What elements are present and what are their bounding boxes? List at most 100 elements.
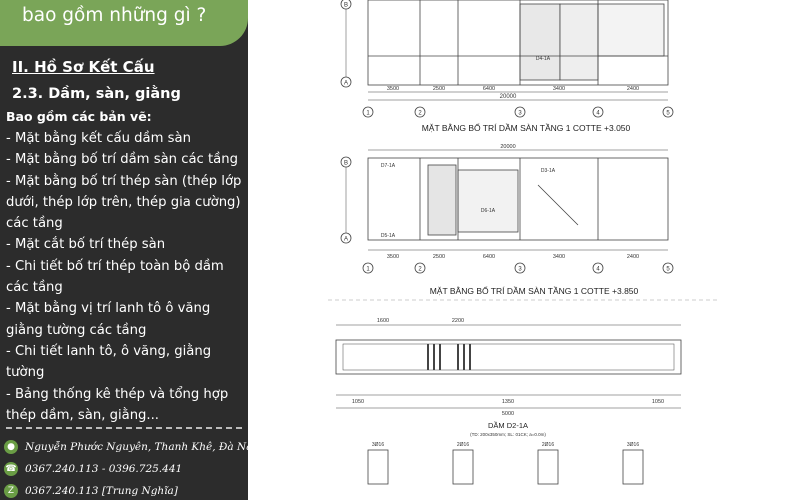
beam-elevation (335, 324, 682, 409)
section-1 (367, 449, 389, 485)
plan2-axis-bubbles (340, 156, 674, 274)
rebar-label: 3Ø16 (372, 442, 384, 448)
axis-label: 2 (418, 111, 422, 117)
section-4 (622, 449, 644, 485)
beam-total-dim: 5000 (502, 411, 514, 417)
axis-bubble (662, 262, 674, 274)
address-text: Nguyễn Phước Nguyên, Thanh Khê, Đà Nẵng (25, 441, 248, 453)
axis-bubble (340, 156, 352, 168)
plan1-slab-hatch (519, 3, 561, 81)
axis-label: 4 (596, 111, 600, 117)
axis-bubble (340, 0, 352, 10)
contact-address: ● Nguyễn Phước Nguyên, Thanh Khê, Đà Nẵn… (4, 436, 248, 458)
axis-label: 1 (366, 267, 370, 273)
beam-dim: 2200 (452, 318, 464, 324)
divider (6, 427, 242, 429)
section-3 (537, 449, 559, 485)
plan2-dim: 2500 (433, 254, 445, 260)
plan1-slab-hatch-3 (597, 3, 665, 57)
axis-bubble (340, 232, 352, 244)
beam-subtitle: (TD: 200x350mm; SL: 01CK; a=0.0m) (470, 432, 546, 437)
axis-label: 3 (518, 267, 522, 273)
beam-dim: 1050 (352, 399, 364, 405)
plan2-total-dim: 20000 (500, 144, 515, 150)
contact-phone[interactable]: ☎ 0367.240.113 - 0396.725.441 (4, 458, 248, 480)
intro-text: Bao gồm các bản vẽ: (6, 109, 152, 124)
section-title: II. Hồ Sơ Kết Cấu (12, 58, 155, 76)
axis-bubble (514, 106, 526, 118)
rebar-label: 2Ø16 (457, 442, 469, 448)
plan2-beam-label: D7-1A (381, 163, 396, 169)
axis-bubble (362, 262, 374, 274)
axis-bubble (414, 262, 426, 274)
beam-title: DẦM D2-1A (488, 420, 528, 430)
plan2-beam-label: D5-1A (381, 233, 396, 239)
axis-bubble (514, 262, 526, 274)
list-item: - Mặt bằng bố trí dầm sàn các tầng (6, 152, 238, 168)
plan1-dim: 2400 (627, 86, 639, 92)
plan2-beam-label: D3-1A (541, 168, 556, 174)
plan1-dim: 6400 (483, 86, 495, 92)
list-item: - Bảng thống kê thép và tổng hợp thép dầ… (6, 386, 229, 423)
axis-bubble (662, 106, 674, 118)
plan1-title: MẶT BẰNG BỐ TRÍ DẦM SÀN TẦNG 1 COTTE +3.… (422, 122, 631, 133)
plan1-slab-hatch-2 (559, 3, 599, 81)
list-item: - Mặt cắt bố trí thép sàn (6, 237, 166, 253)
axis-label: B (344, 3, 348, 9)
list-item: - Chi tiết bố trí thép toàn bộ dầm các t… (6, 258, 224, 296)
plan1-dim: 2500 (433, 86, 445, 92)
axis-bubble (340, 76, 352, 88)
plan1-dim: 3400 (553, 86, 565, 92)
phone-text: 0367.240.113 - 0396.725.441 (25, 463, 183, 475)
rebar-label: 3Ø16 (627, 442, 639, 448)
contact-zalo[interactable]: Z 0367.240.113 [Trung Nghĩa] (4, 480, 248, 500)
info-panel: bao gồm những gì ? II. Hồ Sơ Kết Cấu 2.3… (0, 0, 248, 500)
floor-plan-2 (345, 149, 669, 251)
beam-dim: 1050 (652, 399, 664, 405)
axis-bubble (362, 106, 374, 118)
axis-label: A (344, 81, 348, 87)
list-item: - Mặt bằng vị trí lanh tô ô văng giằng t… (6, 301, 211, 338)
plan2-beam-label: D6-1A (481, 208, 496, 214)
plan2-stair-line (537, 184, 579, 226)
beam-outline (335, 339, 682, 375)
axis-label: 5 (666, 267, 670, 273)
list-item: - Mặt bằng kết cấu dầm sàn (6, 131, 191, 146)
plan2-dim: 6400 (483, 254, 495, 260)
contact-list: ● Nguyễn Phước Nguyên, Thanh Khê, Đà Nẵn… (4, 436, 248, 500)
plan1-total-dim: 20000 (500, 94, 517, 100)
plan1-axis-bubbles (340, 0, 674, 118)
plan1-dim: 3500 (387, 86, 399, 92)
plan2-slab-hatch (427, 164, 457, 236)
plan2-title: MẶT BẰNG BỐ TRÍ DẦM SÀN TẦNG 1 COTTE +3.… (430, 285, 639, 296)
beam-dim: 1350 (502, 399, 514, 405)
structural-drawing: 20000 3500 2500 6400 3400 2400 D4-1A 1 2… (328, 0, 718, 485)
zalo-text: 0367.240.113 [Trung Nghĩa] (25, 485, 178, 497)
axis-label: 5 (666, 111, 670, 117)
axis-bubble (414, 106, 426, 118)
plan1-beam-label: D4-1A (536, 56, 551, 62)
rebar-label: 2Ø16 (542, 442, 554, 448)
beam-rebar-cage (342, 343, 675, 371)
axis-label: 3 (518, 111, 522, 117)
plan2-slab-hatch-2 (457, 169, 519, 233)
plan2-outline (367, 157, 669, 241)
plan2-dim: 2400 (627, 254, 639, 260)
plan2-dim: 3500 (387, 254, 399, 260)
list-item: - Chi tiết lanh tô, ô văng, giằng tường (6, 343, 212, 381)
axis-bubble (592, 262, 604, 274)
axis-label: A (344, 237, 348, 243)
banner-title: bao gồm những gì ? (22, 5, 207, 26)
section-2 (452, 449, 474, 485)
location-icon: ● (4, 440, 18, 454)
list-item: - Mặt bằng bố trí thép sàn (thép lớp dướ… (6, 173, 242, 232)
axis-label: B (344, 161, 348, 167)
axis-label: 1 (366, 111, 370, 117)
beam-dim: 1600 (377, 318, 389, 324)
section-subtitle: 2.3. Dầm, sàn, giằng (12, 86, 181, 102)
axis-label: 4 (596, 267, 600, 273)
plan1-outline (367, 0, 669, 86)
axis-bubble (592, 106, 604, 118)
beam-sections (367, 449, 644, 485)
floor-plan-1 (345, 0, 669, 101)
